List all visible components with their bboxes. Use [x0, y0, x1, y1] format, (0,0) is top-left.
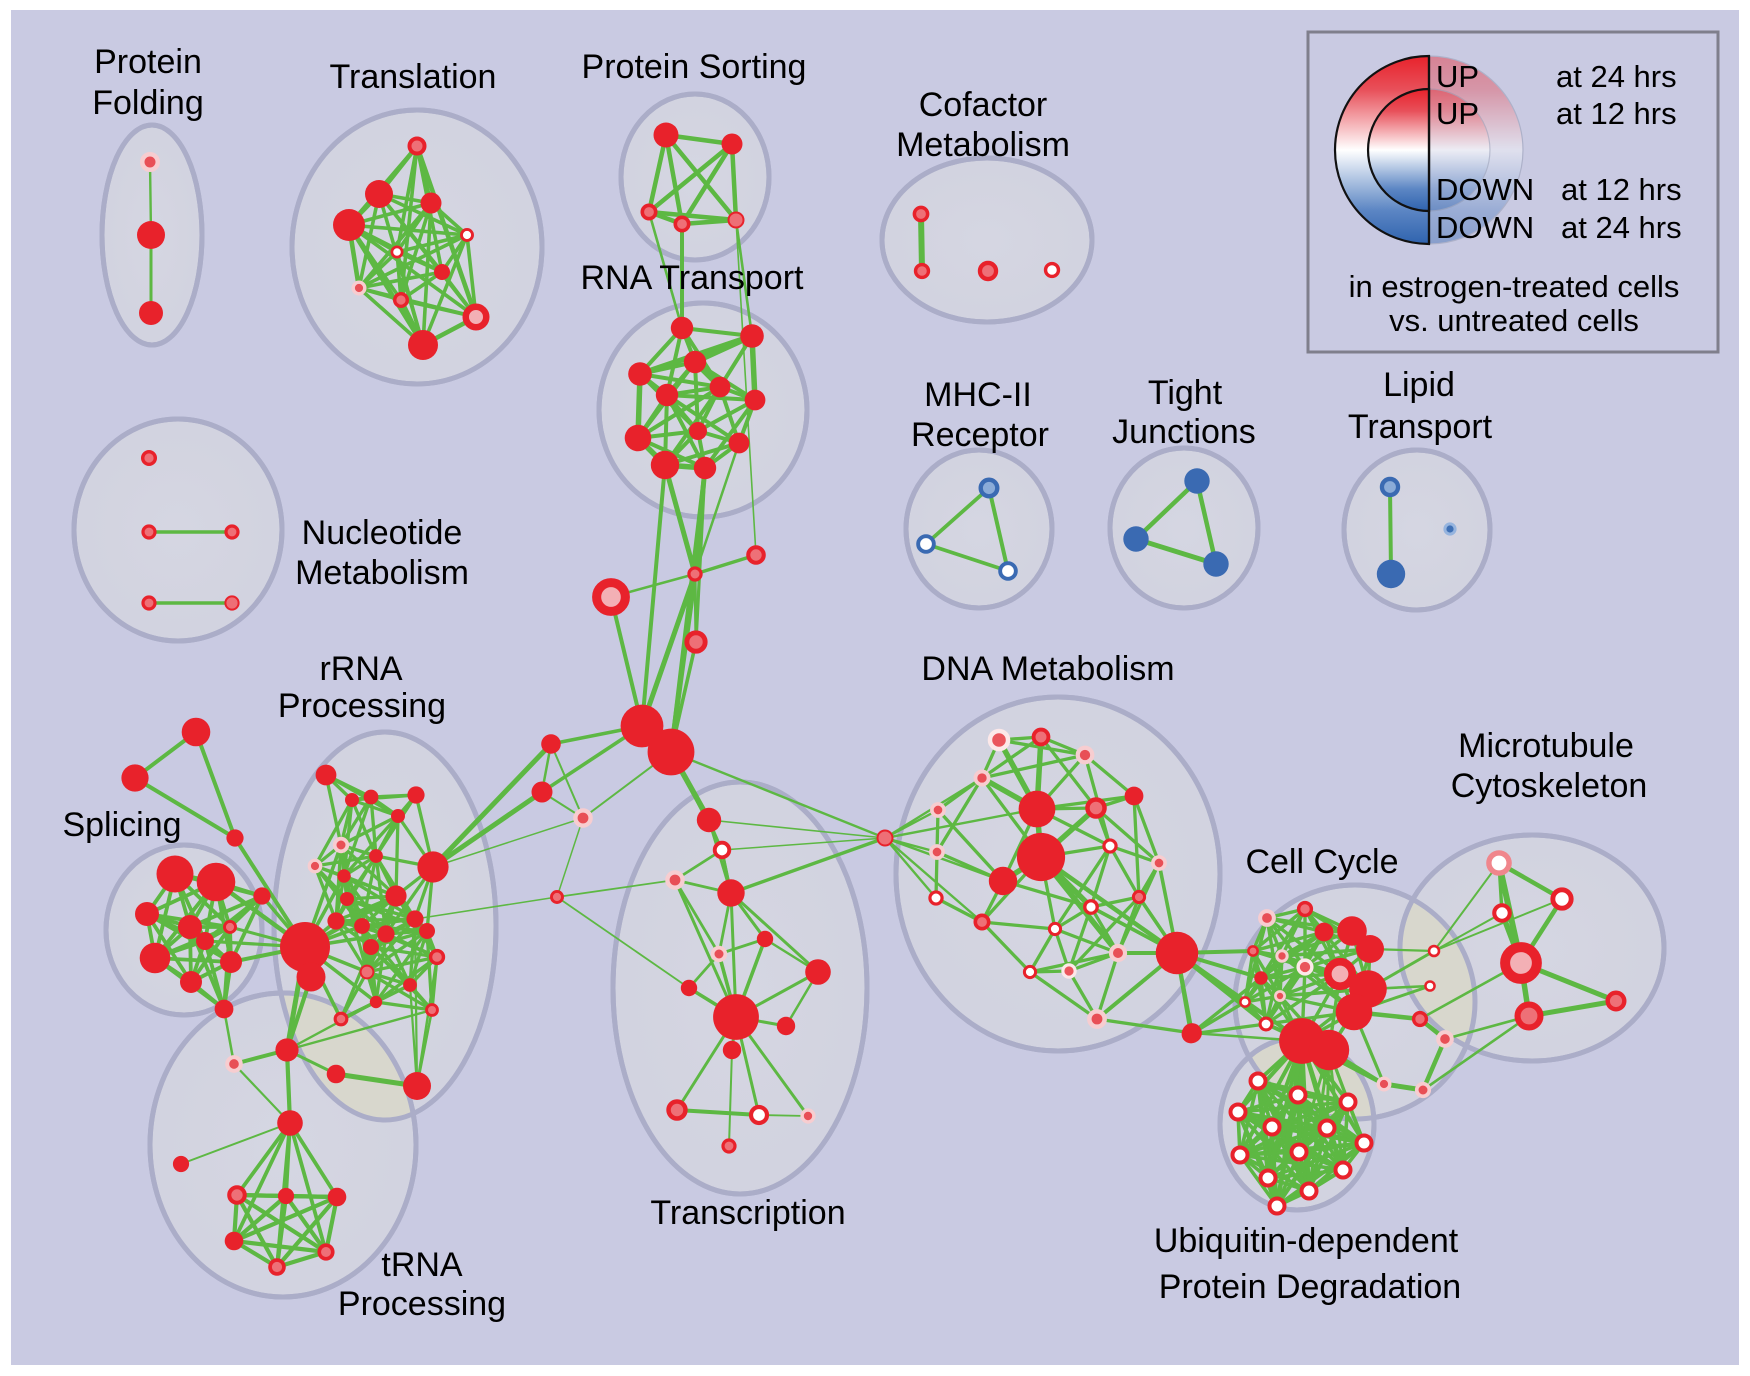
svg-text:Tight: Tight: [1148, 374, 1223, 412]
svg-text:at 24 hrs: at 24 hrs: [1556, 59, 1677, 94]
svg-text:RNA Transport: RNA Transport: [581, 259, 805, 297]
svg-text:Transcription: Transcription: [650, 1194, 845, 1232]
svg-text:at 24 hrs: at 24 hrs: [1561, 210, 1682, 245]
svg-text:Translation: Translation: [330, 58, 497, 96]
svg-text:Cofactor: Cofactor: [919, 86, 1048, 124]
svg-text:Folding: Folding: [92, 84, 204, 122]
svg-text:Processing: Processing: [278, 687, 446, 725]
svg-text:Nucleotide: Nucleotide: [302, 514, 463, 552]
svg-text:Metabolism: Metabolism: [896, 126, 1070, 164]
svg-text:DOWN: DOWN: [1436, 172, 1534, 207]
svg-text:Metabolism: Metabolism: [295, 554, 469, 592]
svg-text:Lipid: Lipid: [1383, 366, 1455, 404]
svg-text:in estrogen-treated cells: in estrogen-treated cells: [1349, 269, 1680, 304]
svg-text:tRNA: tRNA: [381, 1246, 463, 1284]
svg-text:Protein: Protein: [94, 43, 202, 81]
svg-text:UP: UP: [1436, 96, 1479, 131]
svg-text:Processing: Processing: [338, 1285, 506, 1323]
svg-text:DNA Metabolism: DNA Metabolism: [921, 650, 1174, 688]
svg-text:Protein Degradation: Protein Degradation: [1159, 1268, 1461, 1306]
svg-text:Receptor: Receptor: [911, 416, 1049, 454]
svg-text:UP: UP: [1436, 59, 1479, 94]
svg-text:Ubiquitin-dependent: Ubiquitin-dependent: [1154, 1222, 1459, 1260]
svg-text:Protein Sorting: Protein Sorting: [582, 48, 807, 86]
svg-text:rRNA: rRNA: [319, 650, 402, 688]
svg-text:at 12 hrs: at 12 hrs: [1561, 172, 1682, 207]
svg-text:vs. untreated cells: vs. untreated cells: [1389, 303, 1639, 338]
svg-text:Transport: Transport: [1348, 408, 1493, 446]
svg-text:Cytoskeleton: Cytoskeleton: [1451, 767, 1648, 805]
svg-text:Microtubule: Microtubule: [1458, 727, 1634, 765]
svg-text:MHC-II: MHC-II: [924, 376, 1032, 414]
svg-text:DOWN: DOWN: [1436, 210, 1534, 245]
svg-text:Junctions: Junctions: [1112, 413, 1256, 451]
svg-text:Cell Cycle: Cell Cycle: [1245, 843, 1398, 881]
svg-text:Splicing: Splicing: [62, 806, 181, 844]
svg-text:at 12 hrs: at 12 hrs: [1556, 96, 1677, 131]
